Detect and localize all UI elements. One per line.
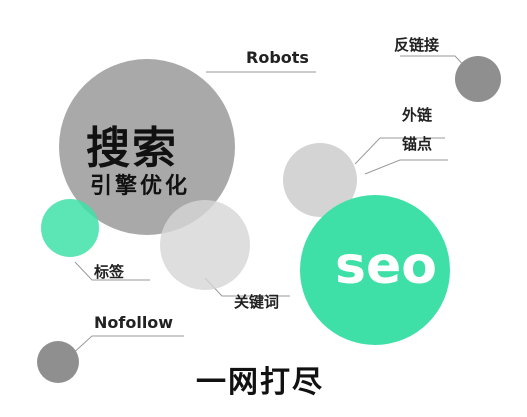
outer-link-circle bbox=[283, 143, 357, 217]
label-robots: Robots bbox=[246, 48, 309, 67]
main-circle-subtitle: 引擎优化 bbox=[90, 174, 191, 199]
label-anchor: 锚点 bbox=[402, 135, 433, 153]
label-backlink: 反链接 bbox=[394, 36, 440, 54]
label-tag: 标签 bbox=[94, 263, 125, 281]
outer-link-connector bbox=[354, 137, 445, 165]
seo-circle-text: seo bbox=[335, 236, 437, 296]
tag-connector bbox=[74, 261, 150, 281]
label-keyword: 关键词 bbox=[234, 293, 280, 311]
anchor-connector bbox=[364, 159, 448, 175]
label-outer-link: 外链 bbox=[402, 106, 433, 124]
tag-circle bbox=[41, 199, 99, 257]
label-nofollow: Nofollow bbox=[94, 313, 174, 332]
main-circle-title: 搜索 bbox=[86, 123, 178, 174]
keyword-circle bbox=[160, 200, 250, 290]
nofollow-connector bbox=[69, 335, 184, 357]
seo-circle bbox=[300, 195, 450, 345]
footer-text: 一网打尽 bbox=[196, 365, 324, 400]
search-engine-circle bbox=[59, 59, 235, 235]
backlink-circle bbox=[455, 56, 501, 102]
nofollow-circle bbox=[37, 341, 79, 383]
